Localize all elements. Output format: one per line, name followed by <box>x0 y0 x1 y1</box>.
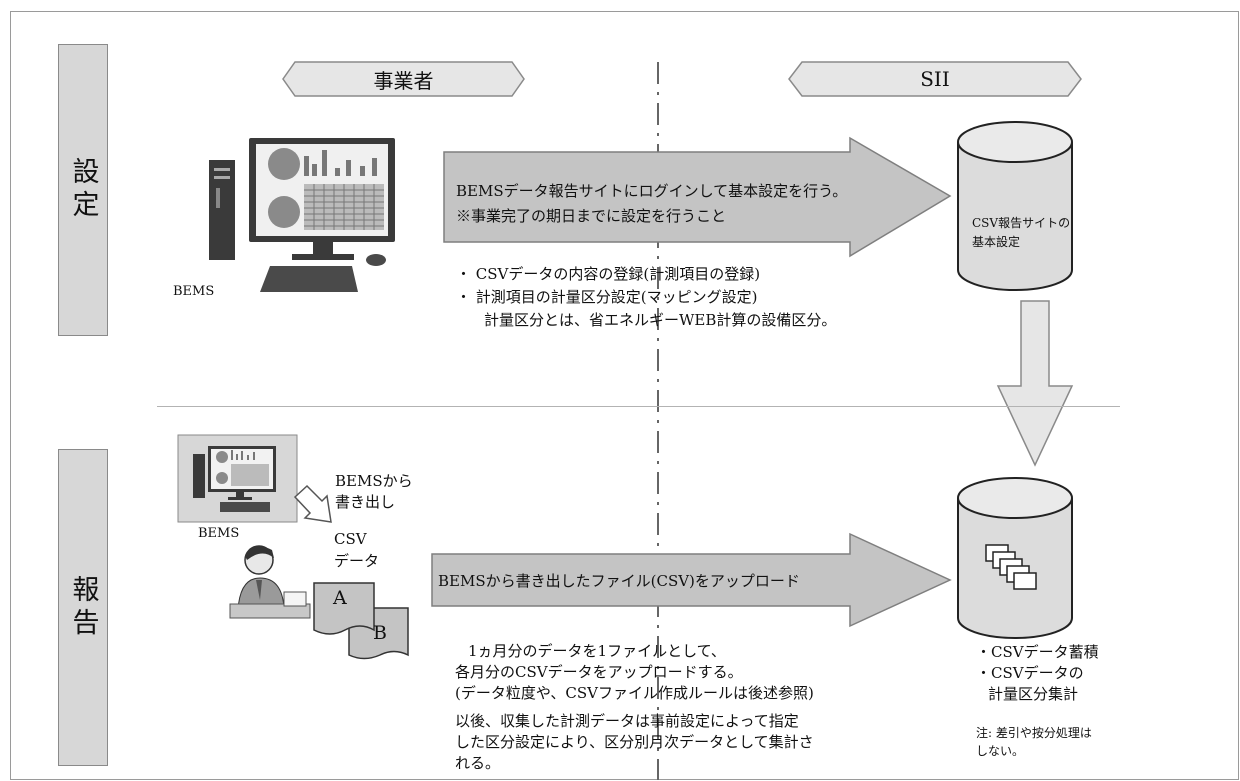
setting-bullet-2-sub: 計量区分とは、省エネルギーWEB計算の設備区分。 <box>484 311 837 329</box>
csv-label-line2: データ <box>334 552 380 570</box>
person-icon <box>229 545 311 619</box>
operator-header: 事業者 <box>373 68 434 93</box>
setting-database-icon <box>957 121 1073 291</box>
report-desc-2: 各月分のCSVデータをアップロードする。 <box>455 663 743 681</box>
small-bems-label: BEMS <box>198 526 240 541</box>
report-desc-3: (データ粒度や、CSVファイル作成ルールは後述参照) <box>455 684 814 702</box>
report-desc-4: 以後、収集した計測データは事前設定によって指定 <box>455 712 799 730</box>
report-desc-5: した区分設定により、区分別月次データとして集計さ <box>455 733 814 751</box>
report-desc-6: れる。 <box>455 754 501 772</box>
report-desc-1: 1ヵ月分のデータを1ファイルとして、 <box>468 642 726 660</box>
csv-document-b-label: B <box>373 622 387 644</box>
down-arrow <box>996 300 1074 467</box>
sii-header: SII <box>920 67 950 91</box>
stacked-files-icon <box>985 544 1037 590</box>
report-row-text: 報告 <box>67 574 99 641</box>
setting-db-line1: CSV報告サイトの <box>972 216 1071 230</box>
sii-bullet-1: ・CSVデータ蓄積 <box>976 643 1099 661</box>
note-line-1: 注: 差引や按分処理は <box>976 726 1092 740</box>
bems-label: BEMS <box>173 284 215 299</box>
setting-arrow-line2: ※事業完了の期日までに設定を行うこと <box>456 207 727 225</box>
sii-header-shape <box>788 61 1082 97</box>
export-label-line1: BEMSから <box>335 472 413 490</box>
sii-bullet-2: ・CSVデータの <box>976 664 1084 682</box>
bems-computer-icon <box>209 138 395 292</box>
section-divider <box>157 406 1120 407</box>
export-arrow <box>293 484 332 523</box>
upload-arrow-text: BEMSから書き出したファイル(CSV)をアップロード <box>438 572 800 590</box>
csv-label-line1: CSV <box>334 530 367 548</box>
operator-header-shape <box>282 61 525 97</box>
csv-document-a-label: A <box>333 587 347 609</box>
setting-bullet-2: ・ 計測項目の計量区分設定(マッピング設定) <box>456 288 758 306</box>
note-line-2: しない。 <box>976 744 1025 758</box>
setting-bullet-1: ・ CSVデータの内容の登録(計測項目の登録) <box>456 265 761 283</box>
diagram-frame <box>10 11 1239 780</box>
setting-row-text: 設定 <box>67 157 99 223</box>
sii-bullet-2b: 計量区分集計 <box>988 685 1079 703</box>
csv-document-a <box>313 582 375 635</box>
export-label-line2: 書き出し <box>335 493 396 511</box>
small-bems-computer-icon <box>193 446 276 512</box>
setting-db-line2: 基本設定 <box>972 235 1021 249</box>
setting-arrow-line1: BEMSデータ報告サイトにログインして基本設定を行う。 <box>456 182 848 200</box>
report-row-label: 報告 <box>58 449 108 766</box>
setting-row-label: 設定 <box>58 44 108 336</box>
upload-arrow <box>431 532 952 628</box>
setting-arrow <box>443 136 952 258</box>
